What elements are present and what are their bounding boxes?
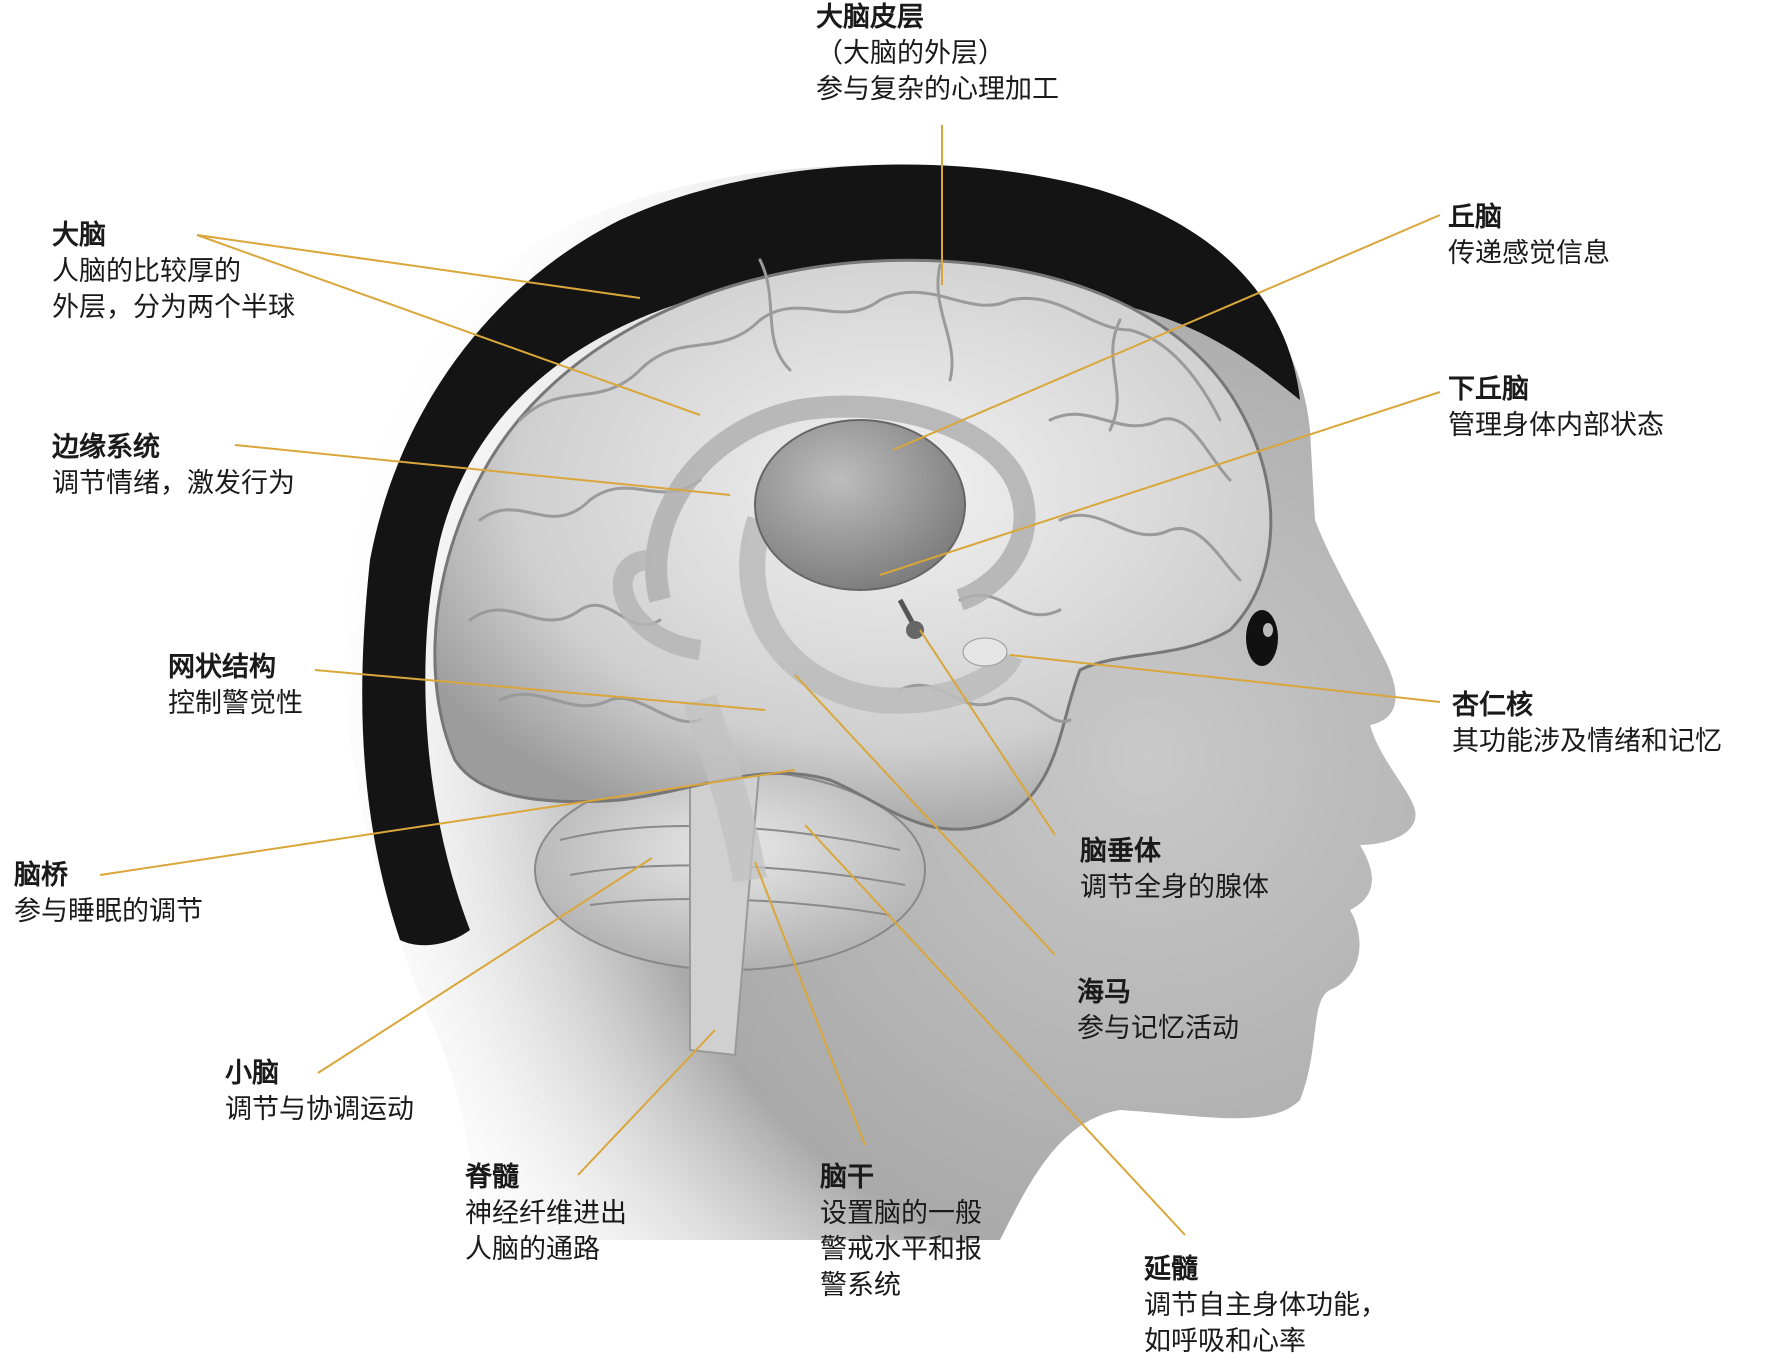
- label-cerebrum: 大脑 人脑的比较厚的 外层，分为两个半球: [52, 218, 295, 326]
- label-title: 脊髓: [465, 1162, 519, 1193]
- label-hypothalamus: 下丘脑 管理身体内部状态: [1448, 372, 1664, 444]
- label-title: 大脑皮层: [816, 2, 924, 33]
- leader-medulla: [804, 824, 1186, 1236]
- label-pituitary: 脑垂体 调节全身的腺体: [1080, 834, 1269, 906]
- label-desc: 警戒水平和报: [820, 1234, 982, 1265]
- leader-hypothalamus: [879, 391, 1441, 576]
- leader-amygdala: [1009, 654, 1441, 703]
- label-desc: 调节自主身体功能，: [1144, 1290, 1387, 1321]
- hippocampus-shape: [739, 515, 1023, 714]
- label-desc: （大脑的外层）: [816, 38, 1005, 69]
- label-title: 脑干: [820, 1162, 874, 1193]
- brainstem-shape: [683, 694, 767, 883]
- label-desc: 控制警觉性: [168, 688, 303, 719]
- label-title: 大脑: [52, 220, 106, 251]
- leader-spinal: [577, 1029, 716, 1176]
- amygdala-shape: [962, 637, 1008, 667]
- label-desc: 其功能涉及情绪和记忆: [1452, 726, 1722, 757]
- label-amygdala: 杏仁核 其功能涉及情绪和记忆: [1452, 688, 1722, 760]
- label-spinal: 脊髓 神经纤维进出 人脑的通路: [465, 1160, 627, 1268]
- label-title: 下丘脑: [1448, 374, 1529, 405]
- leader-cerebellum: [317, 857, 653, 1074]
- label-title: 边缘系统: [52, 432, 160, 463]
- label-desc: 管理身体内部状态: [1448, 410, 1664, 441]
- label-cortex: 大脑皮层 （大脑的外层） 参与复杂的心理加工: [816, 0, 1059, 108]
- label-title: 脑桥: [14, 860, 68, 891]
- label-desc: 参与复杂的心理加工: [816, 74, 1059, 105]
- label-desc: 设置脑的一般: [820, 1198, 982, 1229]
- label-title: 杏仁核: [1452, 690, 1533, 721]
- label-title: 延髓: [1144, 1254, 1198, 1285]
- label-brainstem: 脑干 设置脑的一般 警戒水平和报 警系统: [820, 1160, 982, 1304]
- label-pons: 脑桥 参与睡眠的调节: [14, 858, 203, 930]
- label-desc: 神经纤维进出: [465, 1198, 627, 1229]
- hair: [362, 164, 1300, 946]
- label-desc: 传递感觉信息: [1448, 238, 1610, 269]
- leader-brainstem: [754, 861, 866, 1146]
- label-medulla: 延髓 调节自主身体功能， 如呼吸和心率: [1144, 1252, 1387, 1360]
- label-title: 网状结构: [168, 652, 276, 683]
- eye: [1246, 610, 1278, 666]
- label-desc: 调节情绪，激发行为: [52, 468, 295, 499]
- label-title: 海马: [1077, 977, 1131, 1008]
- thalamus-shape: [754, 419, 966, 591]
- label-desc: 如呼吸和心率: [1144, 1326, 1306, 1357]
- leader-pituitary: [919, 629, 1056, 836]
- label-desc: 警系统: [820, 1270, 901, 1301]
- leader-thalamus: [892, 214, 1441, 451]
- label-desc: 参与记忆活动: [1077, 1013, 1239, 1044]
- label-limbic: 边缘系统 调节情绪，激发行为: [52, 430, 295, 502]
- label-title: 丘脑: [1448, 202, 1502, 233]
- label-desc: 调节全身的腺体: [1080, 872, 1269, 903]
- pituitary-shape: [897, 598, 915, 624]
- label-hippocampus: 海马 参与记忆活动: [1077, 975, 1239, 1047]
- label-reticular: 网状结构 控制警觉性: [168, 650, 303, 722]
- label-desc: 外层，分为两个半球: [52, 292, 295, 323]
- label-desc: 调节与协调运动: [225, 1094, 414, 1125]
- leader-lines: [99, 125, 1441, 1236]
- label-cerebellum: 小脑 调节与协调运动: [225, 1056, 414, 1128]
- leader-cerebrum-a: [196, 234, 641, 299]
- leader-pons: [99, 769, 796, 876]
- leader-limbic: [234, 444, 731, 496]
- label-title: 脑垂体: [1080, 836, 1161, 867]
- label-desc: 人脑的比较厚的: [52, 256, 241, 287]
- label-title: 小脑: [225, 1058, 279, 1089]
- label-desc: 参与睡眠的调节: [14, 896, 203, 927]
- leader-reticular: [314, 669, 766, 711]
- limbic-arc: [645, 395, 1036, 611]
- leader-cerebrum-b: [196, 234, 701, 416]
- label-desc: 人脑的通路: [465, 1234, 600, 1265]
- leader-hippocampus: [794, 674, 1056, 956]
- label-thalamus: 丘脑 传递感觉信息: [1448, 200, 1610, 272]
